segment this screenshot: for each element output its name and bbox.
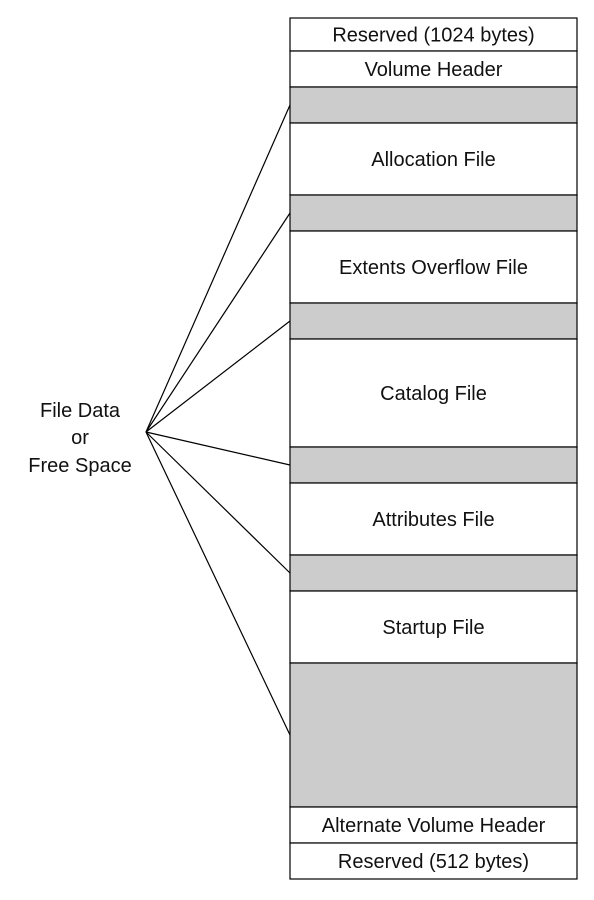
segment-label: Attributes File (372, 509, 494, 531)
segment-header (289, 806, 578, 844)
segment-label: Catalog File (380, 383, 487, 405)
segment-space (289, 86, 578, 124)
connector-line (145, 212, 291, 433)
segment-header (289, 50, 578, 88)
segment-file (289, 338, 578, 448)
segment-label: Reserved (1024 bytes) (332, 25, 534, 47)
segment-label: Volume Header (365, 59, 503, 81)
side-label-line-file-data: File Data (40, 400, 121, 422)
segment-space (289, 662, 578, 808)
segment-space (289, 302, 578, 340)
connector-line (145, 320, 291, 433)
segment-file (289, 482, 578, 556)
segment-space (289, 554, 578, 592)
segment-header (289, 842, 578, 880)
connector-line (145, 431, 291, 574)
side-label-group: File Data or Free Space (28, 400, 131, 477)
segment-header (289, 17, 578, 52)
volume-segments: Reserved (1024 bytes) Volume HeaderAlloca… (289, 17, 578, 880)
connector-line (145, 431, 291, 466)
connector-line (145, 431, 291, 736)
side-label-line-or: or (71, 427, 89, 449)
segment-label: Extents Overflow File (339, 257, 528, 279)
segment-label: Allocation File (371, 149, 496, 171)
segment-label: Startup File (382, 617, 484, 639)
connector-line (145, 104, 291, 433)
side-label-line-free-space: Free Space (28, 455, 131, 477)
segment-label: Reserved (512 bytes) (338, 851, 529, 873)
segment-file (289, 230, 578, 304)
connector-lines (145, 104, 291, 736)
segment-space (289, 194, 578, 232)
segment-space (289, 446, 578, 484)
segment-label: Alternate Volume Header (322, 815, 546, 837)
segment-file (289, 122, 578, 196)
